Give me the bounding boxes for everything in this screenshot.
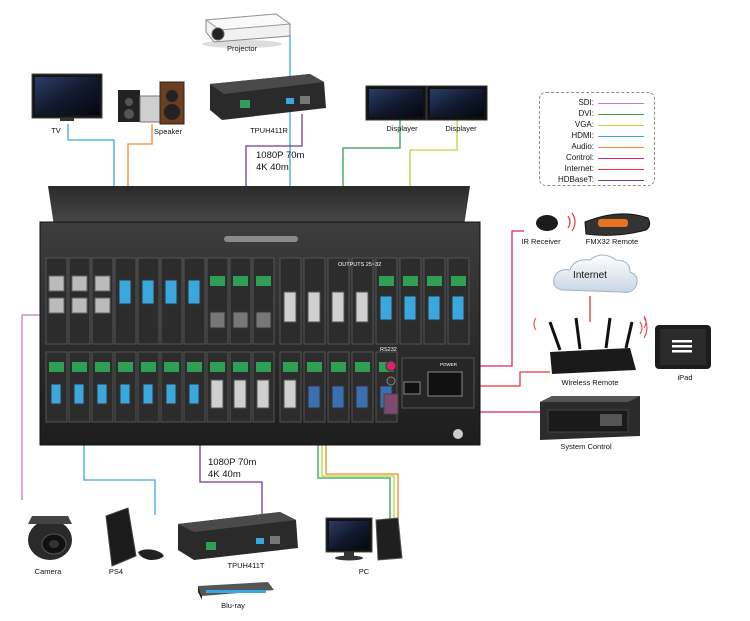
rs232-port-b	[386, 376, 396, 386]
camera-icon	[28, 516, 72, 560]
server-icon	[540, 396, 640, 440]
legend-label: Control:	[565, 153, 594, 162]
legend-row: VGA:	[540, 120, 654, 131]
legend-label: Audio:	[571, 142, 594, 151]
network-port	[403, 381, 421, 395]
tx-extender-label: TPUH411T	[227, 561, 265, 570]
system-control-label: System Control	[560, 442, 612, 451]
power-label: POWER	[440, 362, 458, 367]
legend-swatch	[598, 147, 644, 149]
top-distance-4k: 4K 40m	[256, 162, 289, 173]
top-distance-1080p: 1080P 70m	[256, 150, 305, 161]
rx-extender-label: TPUH411R	[250, 126, 288, 135]
sdi-line-camera	[21, 314, 44, 500]
legend-row: Control:	[540, 153, 654, 164]
bottom-distance-1080p: 1080P 70m	[208, 457, 257, 468]
router-label: Wireless Remote	[561, 378, 619, 387]
legend-swatch	[598, 169, 644, 171]
legend-swatch	[598, 158, 644, 160]
projector-label: Projector	[226, 44, 258, 53]
display-2-label: Displayer	[445, 124, 477, 133]
router-icon	[533, 315, 647, 374]
legend-row: HDMI:	[540, 131, 654, 142]
bluray-label: Blu-ray	[221, 601, 245, 610]
legend-row: Internet:	[540, 164, 654, 175]
matrix-switcher	[39, 186, 481, 446]
ps4-label: PS4	[108, 567, 124, 576]
legend-label: SDI:	[578, 98, 594, 107]
legend-row: HDBaseT:	[540, 175, 654, 186]
rs232-label: RS232	[380, 347, 397, 353]
cloud-icon	[553, 254, 638, 293]
ipad-label: iPad	[677, 373, 693, 382]
legend-swatch	[598, 180, 644, 182]
tx-extender-icon	[178, 512, 298, 560]
legend-label: VGA:	[574, 120, 594, 129]
tv-icon	[31, 73, 103, 121]
power-socket	[427, 371, 463, 397]
tv-label: TV	[51, 126, 61, 135]
speaker-icon	[118, 81, 185, 125]
legend-row: Audio:	[540, 142, 654, 153]
rs232-port-c	[383, 393, 399, 415]
speaker-label: Speaker	[154, 127, 182, 136]
projector-icon	[202, 13, 292, 48]
bottom-distance-4k: 4K 40m	[208, 469, 241, 480]
ir-receiver-label: IR Receiver	[521, 237, 561, 246]
legend-swatch	[598, 114, 644, 116]
legend-swatch	[598, 103, 644, 105]
extender-icon	[210, 74, 326, 120]
legend-label: DVI:	[578, 109, 594, 118]
console-icon	[105, 507, 164, 567]
legend-row: SDI:	[540, 98, 654, 109]
legend-row: DVI:	[540, 109, 654, 120]
tablet-icon	[639, 317, 711, 369]
outputs-label: OUTPUTS 25~32	[338, 262, 382, 268]
ir-receiver-icon	[536, 212, 576, 232]
legend-label: Internet:	[564, 164, 594, 173]
remote-icon	[584, 213, 651, 236]
bluray-icon	[198, 582, 274, 600]
legend-swatch	[598, 136, 644, 138]
remote-label: FMX32 Remote	[585, 237, 639, 246]
legend-swatch	[598, 125, 644, 127]
legend-label: HDMI:	[571, 131, 594, 140]
internet-label: Internet	[573, 270, 607, 281]
legend-label: HDBaseT:	[557, 175, 594, 184]
monitor-icon	[365, 85, 488, 121]
display-1-label: Displayer	[386, 124, 418, 133]
cable-legend: SDI: DVI: VGA: HDMI: Audio: Control: Int…	[539, 92, 655, 186]
camera-label: Camera	[34, 567, 62, 576]
rs232-port-a	[385, 360, 397, 372]
pc-label: PC	[358, 567, 370, 576]
pc-icon	[325, 517, 403, 561]
